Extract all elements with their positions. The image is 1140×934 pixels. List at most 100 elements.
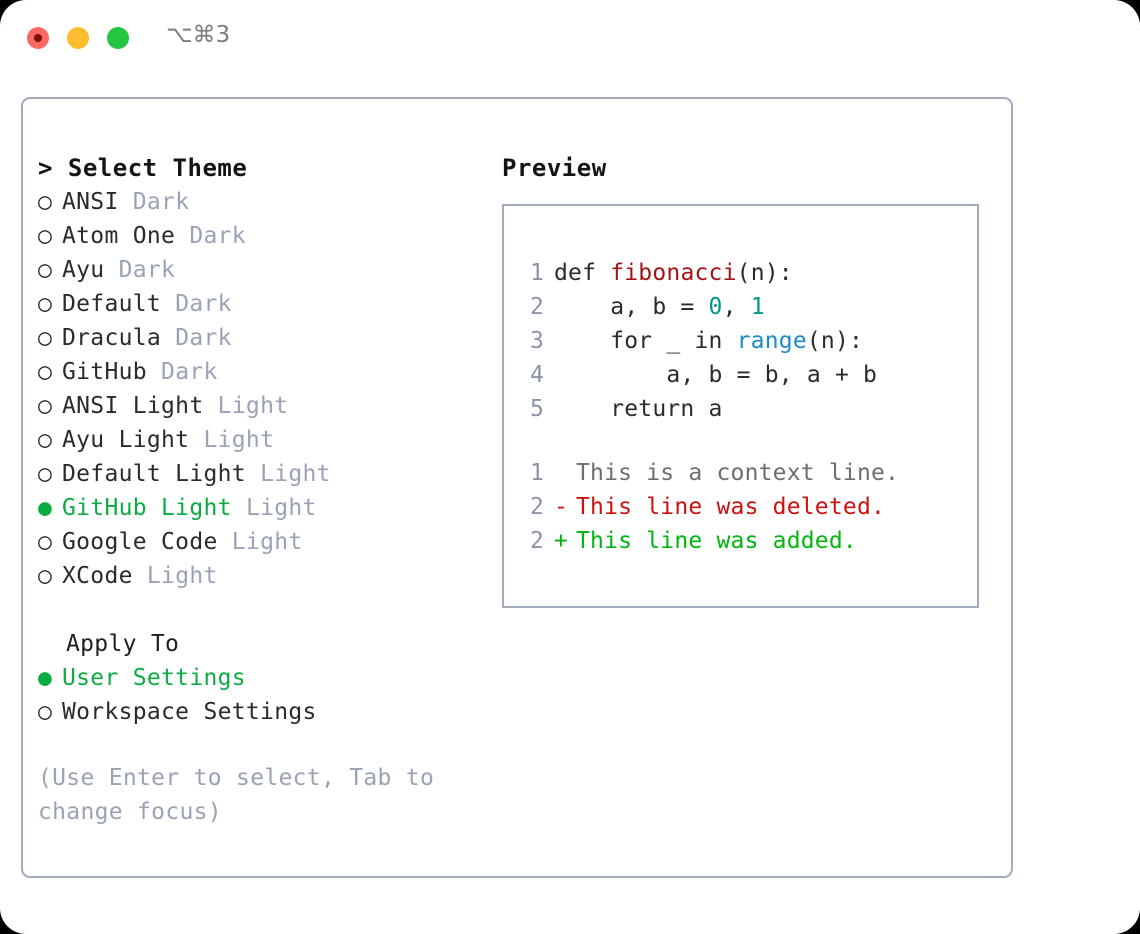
diff-text: This is a context line. xyxy=(576,460,900,486)
maximize-window-button[interactable] xyxy=(107,27,129,49)
line-number: 2 xyxy=(529,528,544,554)
apply-to-option-label: User Settings xyxy=(62,665,246,691)
theme-option-name: GitHub xyxy=(62,359,147,385)
theme-option[interactable]: ○ ANSI Light Light xyxy=(38,389,478,423)
theme-option-variant: Light xyxy=(217,393,289,419)
apply-to-group: Apply To ● User Settings ○ Workspace Settin… xyxy=(38,627,478,729)
theme-option[interactable]: ○ XCode Light xyxy=(38,559,478,593)
code-line: 4 a, b = b, a + b xyxy=(522,358,962,392)
code-token: for _ in xyxy=(554,328,737,354)
theme-option[interactable]: ○ Dracula Dark xyxy=(38,321,478,355)
theme-option-name: Atom One xyxy=(62,223,176,249)
theme-option-name: Google Code xyxy=(62,529,218,555)
theme-option[interactable]: ○ANSI Dark xyxy=(38,185,478,219)
radio-unselected-icon: ○ xyxy=(38,427,53,453)
theme-list: ○ANSI Dark○Atom One Dark○Ayu Dark○Defaul… xyxy=(38,185,478,593)
keyboard-shortcut-label: ⌥⌘3 xyxy=(166,22,231,48)
theme-option-name: GitHub Light xyxy=(62,495,232,521)
preview-spacer xyxy=(522,426,962,456)
theme-option-name: ANSI Light xyxy=(62,393,204,419)
theme-option-variant: Dark xyxy=(118,257,176,283)
theme-option[interactable]: ○Ayu Dark xyxy=(38,253,478,287)
code-token: 0 xyxy=(708,294,723,320)
diff-line: 1 This is a context line. xyxy=(522,456,962,490)
theme-option-name: Default xyxy=(62,291,162,317)
theme-picker: > Select Theme ○ANSI Dark○Atom One Dark○… xyxy=(38,151,478,593)
theme-header-label: Select Theme xyxy=(67,154,248,182)
code-line: 2 a, b = 0, 1 xyxy=(522,290,962,324)
code-token: 1 xyxy=(750,294,765,320)
apply-to-option[interactable]: ● User Settings xyxy=(38,661,478,695)
theme-option-variant: Dark xyxy=(161,359,218,385)
theme-option-variant: Light xyxy=(146,563,218,589)
theme-option[interactable]: ○Default Light Light xyxy=(38,457,478,491)
apply-to-option[interactable]: ○ Workspace Settings xyxy=(38,695,478,729)
code-token: (n): xyxy=(806,328,864,354)
line-number: 4 xyxy=(529,362,544,388)
theme-option[interactable]: ○ Google Code Light xyxy=(38,525,478,559)
code-token: return a xyxy=(554,396,723,422)
radio-selected-icon: ● xyxy=(38,495,53,521)
code-line: 3 for _ in range(n): xyxy=(522,324,962,358)
theme-option-variant: Light xyxy=(231,529,303,555)
theme-option-variant: Dark xyxy=(175,325,232,351)
line-number: 2 xyxy=(529,294,544,320)
radio-unselected-icon: ○ xyxy=(38,461,53,487)
diff-line: 2 + This line was added. xyxy=(522,524,962,558)
code-token: , xyxy=(722,294,751,320)
radio-unselected-icon: ○ xyxy=(38,223,53,249)
diff-text: This line was deleted. xyxy=(576,494,886,520)
radio-unselected-icon: ○ xyxy=(38,393,53,419)
theme-header-prompt: > xyxy=(38,154,53,182)
radio-unselected-icon: ○ xyxy=(38,291,53,317)
diff-sample: 1 This is a context line.2-This line was… xyxy=(522,456,962,558)
title-bar: ⌥⌘3 xyxy=(0,0,1140,78)
preview-section: Preview xyxy=(502,151,992,185)
code-token: range xyxy=(736,328,807,354)
theme-option[interactable]: ○ Default Dark xyxy=(38,287,478,321)
apply-to-options: ● User Settings ○ Workspace Settings xyxy=(38,661,478,729)
theme-option-variant: Light xyxy=(203,427,275,453)
code-token: a, b = b, a + b xyxy=(554,362,878,388)
diff-marker: + xyxy=(554,528,569,554)
theme-option[interactable]: ● GitHub Light Light xyxy=(38,491,478,525)
radio-unselected-icon: ○ xyxy=(38,563,53,589)
main-panel: > Select Theme ○ANSI Dark○Atom One Dark○… xyxy=(21,97,1013,878)
theme-option-name: Dracula xyxy=(62,325,162,351)
line-number: 5 xyxy=(529,396,544,422)
line-number: 3 xyxy=(529,328,544,354)
radio-unselected-icon: ○ xyxy=(38,189,53,215)
theme-option-name: Ayu xyxy=(62,257,105,283)
theme-option[interactable]: ○Ayu Light Light xyxy=(38,423,478,457)
diff-line: 2-This line was deleted. xyxy=(522,490,962,524)
code-line: 5 return a xyxy=(522,392,962,426)
theme-option[interactable]: ○GitHub Dark xyxy=(38,355,478,389)
apply-to-header: Apply To xyxy=(66,631,180,657)
keyboard-hint-text: (Use Enter to select, Tab to change focu… xyxy=(38,765,435,825)
theme-option-name: ANSI xyxy=(62,189,119,215)
radio-unselected-icon: ○ xyxy=(38,325,53,351)
theme-option-name: XCode xyxy=(62,563,133,589)
diff-marker: - xyxy=(554,494,569,520)
minimize-window-button[interactable] xyxy=(67,27,89,49)
code-token: def xyxy=(554,260,611,286)
theme-option[interactable]: ○ Atom One Dark xyxy=(38,219,478,253)
close-window-button[interactable] xyxy=(27,27,49,49)
code-token: a, b = xyxy=(554,294,709,320)
radio-unselected-icon: ○ xyxy=(38,529,53,555)
radio-unselected-icon: ○ xyxy=(38,699,53,725)
theme-option-variant: Dark xyxy=(189,223,246,249)
apply-to-option-label: Workspace Settings xyxy=(62,699,317,725)
diff-text: This line was added. xyxy=(576,528,857,554)
line-number: 2 xyxy=(529,494,544,520)
theme-option-name: Default Light xyxy=(62,461,246,487)
code-token: fibonacci xyxy=(610,260,737,286)
theme-option-variant: Light xyxy=(245,495,317,521)
theme-option-variant: Dark xyxy=(175,291,232,317)
radio-selected-icon: ● xyxy=(38,665,53,691)
